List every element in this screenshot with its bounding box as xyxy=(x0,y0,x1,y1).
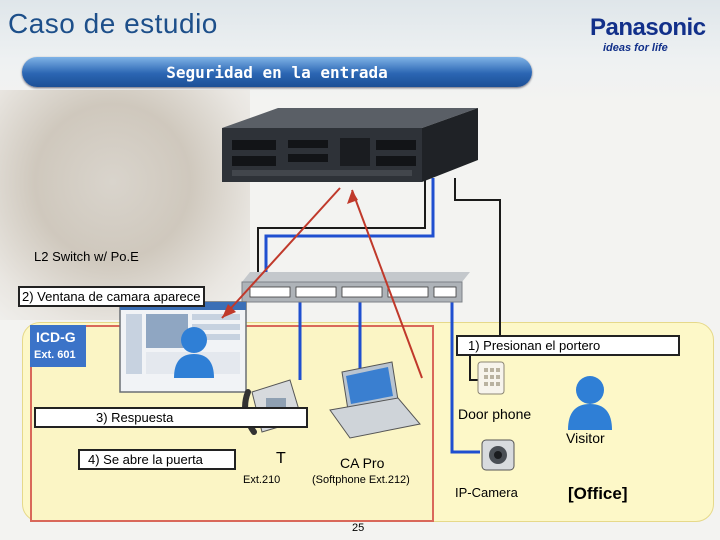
ca-pro-detail: (Softphone Ext.212) xyxy=(312,474,410,486)
kx-phone-label: T xyxy=(276,450,286,468)
page-number: 25 xyxy=(352,522,364,534)
icd-name: ICD-G xyxy=(36,329,76,345)
camera-icon xyxy=(482,440,514,470)
step-2-label: 2) Ventana de camara aparece xyxy=(18,286,205,307)
step-4-label: 4) Se abre la puerta xyxy=(78,449,236,470)
visitor-label: Visitor xyxy=(566,430,605,446)
office-label: [Office] xyxy=(568,484,628,504)
step-3-label: 3) Respuesta xyxy=(34,407,308,428)
laptop-icon xyxy=(330,362,420,438)
kx-phone-ext: Ext.210 xyxy=(243,474,280,486)
step-1-label: 1) Presionan el portero xyxy=(456,335,680,356)
ca-pro-label: CA Pro xyxy=(340,455,384,471)
ip-camera-label: IP-Camera xyxy=(455,485,518,500)
visitor-person-icon xyxy=(568,376,612,430)
switch-to-camera-cable xyxy=(452,300,480,452)
door-phone-icon xyxy=(478,362,504,394)
door-phone-label: Door phone xyxy=(458,406,531,422)
pbx-icon xyxy=(222,108,478,182)
icd-ext: Ext. 601 xyxy=(34,349,76,361)
switch-label: L2 Switch w/ Po.E xyxy=(34,249,139,264)
switch-icon xyxy=(242,272,470,302)
